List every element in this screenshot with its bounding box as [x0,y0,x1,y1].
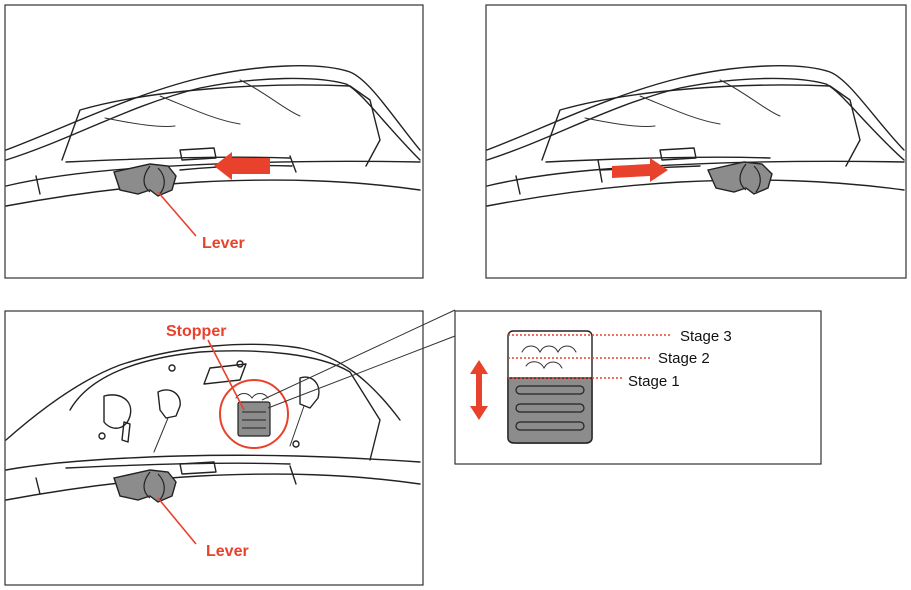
panel-top-right [486,5,906,278]
stopper-label: Stopper [166,323,226,340]
panel-bottom-left: Stopper Lever [5,311,423,585]
stage-3-label: Stage 3 [680,328,732,345]
stage-1-label: Stage 1 [628,373,680,390]
panel-top-left: Lever [5,5,423,278]
stage-2-label: Stage 2 [658,350,710,367]
panel-detail: Stage 3 Stage 2 Stage 1 [455,311,821,464]
lever-label: Lever [202,235,245,252]
lever-label: Lever [206,543,249,560]
stopper-detail [508,331,592,443]
